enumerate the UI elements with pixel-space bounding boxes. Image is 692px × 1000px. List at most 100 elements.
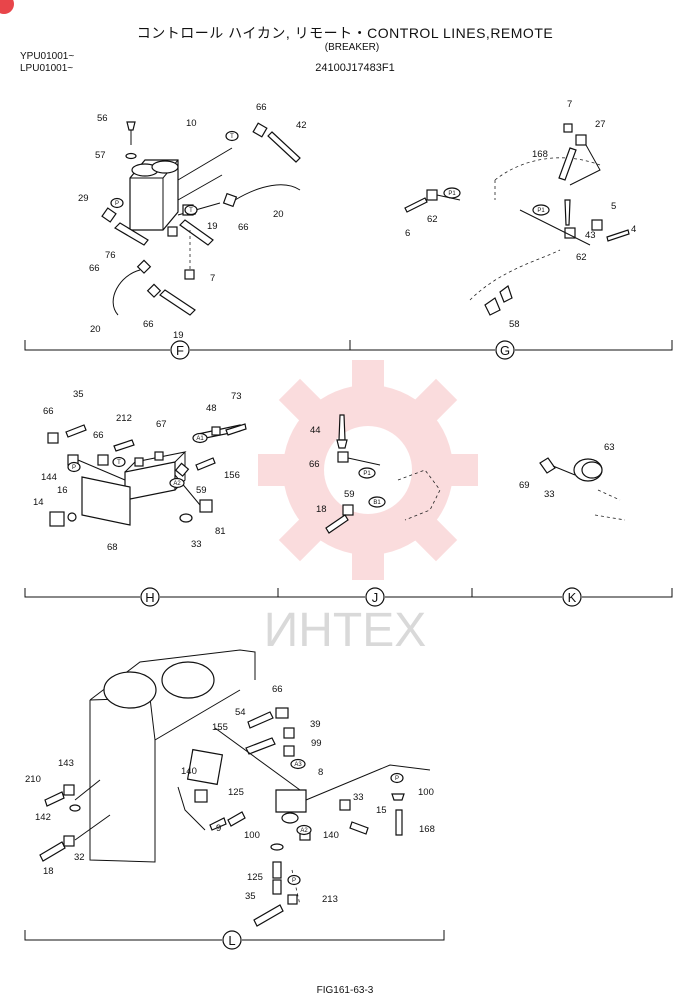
callout-l-168: 168: [419, 824, 435, 835]
callout-l-8: 8: [318, 767, 323, 778]
callout-l-213: 213: [322, 894, 338, 905]
callout-k-69: 69: [519, 480, 530, 491]
callout-g-62b: 62: [576, 252, 587, 263]
port-tag-h-p: P: [72, 465, 76, 471]
section-k-drawing: [539, 457, 626, 521]
callout-f-20b: 20: [90, 324, 101, 335]
port-tag-h-t: T: [117, 460, 121, 466]
part-number: 24100J17483F1: [315, 62, 395, 74]
callout-h-67: 67: [156, 419, 167, 430]
section-dividers: [24, 340, 673, 941]
callouts-k: 63 69 33: [519, 442, 615, 500]
callouts-f: 56 10 66 42 57 29 66 20 66 19 76 66 7 20…: [78, 102, 307, 341]
callout-g-43: 43: [585, 230, 596, 241]
corner-badge: [0, 0, 14, 14]
port-tag-f-t2: T: [189, 208, 193, 214]
port-tag-h-a1: A1: [196, 436, 204, 442]
callout-l-39: 39: [310, 719, 321, 730]
section-l-drawing: [39, 649, 431, 927]
callout-h-14: 14: [33, 497, 44, 508]
callout-g-62a: 62: [427, 214, 438, 225]
callout-j-59: 59: [344, 489, 355, 500]
section-label-k: K: [568, 590, 577, 605]
callout-f-56: 56: [97, 113, 108, 124]
callout-f-66e: 66: [143, 319, 154, 330]
callout-f-10: 10: [186, 118, 197, 129]
callout-h-66a: 66: [43, 406, 54, 417]
callout-g-58: 58: [509, 319, 520, 330]
figure-number: FIG161-63-3: [317, 985, 374, 996]
callout-f-66c: 66: [238, 222, 249, 233]
port-tags: T P T P1 P1 P T A1 A2 P1 B1 A3 P A2 P: [67, 130, 550, 886]
callout-l-142: 142: [35, 812, 51, 823]
callout-g-168: 168: [532, 149, 548, 160]
callout-l-99: 99: [311, 738, 322, 749]
callout-k-33: 33: [544, 489, 555, 500]
callout-l-32: 32: [74, 852, 85, 863]
port-tag-l-p2: P: [292, 878, 296, 884]
serial-range-1: YPU01001~: [20, 51, 74, 62]
section-label-f: F: [176, 343, 184, 358]
port-tag-j-b1: B1: [373, 500, 381, 506]
callout-f-66d: 66: [89, 263, 100, 274]
section-label-l: L: [228, 933, 235, 948]
port-tag-l-a3: A3: [294, 762, 302, 768]
callout-l-140a: 140: [181, 766, 197, 777]
callouts-g: 7 27 168 62 6 5 43 4 62 58: [405, 99, 636, 330]
callout-j-18: 18: [316, 504, 327, 515]
callout-f-29: 29: [78, 193, 89, 204]
callout-f-57: 57: [95, 150, 106, 161]
port-tag-g-p1b: P1: [537, 208, 545, 214]
callout-h-73: 73: [231, 391, 242, 402]
section-markers: F G H J K L: [140, 340, 582, 950]
callout-h-48: 48: [206, 403, 217, 414]
callout-h-59: 59: [196, 485, 207, 496]
callout-l-54: 54: [235, 707, 246, 718]
port-tag-l-p1: P: [395, 776, 399, 782]
callout-l-100b: 100: [244, 830, 260, 841]
callout-l-155: 155: [212, 722, 228, 733]
callout-l-66: 66: [272, 684, 283, 695]
section-label-h: H: [145, 590, 154, 605]
port-tag-f-p: P: [115, 201, 119, 207]
callout-l-15: 15: [376, 805, 387, 816]
watermark-text: ИНТЕХ: [264, 604, 427, 657]
callout-g-4: 4: [631, 224, 636, 235]
callout-h-81: 81: [215, 526, 226, 537]
callout-h-68: 68: [107, 542, 118, 553]
section-j-drawing: [325, 414, 441, 534]
callout-l-9: 9: [216, 823, 221, 834]
callout-g-5: 5: [611, 201, 616, 212]
callout-j-44: 44: [310, 425, 321, 436]
callout-f-66a: 66: [256, 102, 267, 113]
callout-f-20a: 20: [273, 209, 284, 220]
callout-l-100a: 100: [418, 787, 434, 798]
page-title: コントロール ハイカン, リモート・CONTROL LINES,REMOTE: [137, 25, 553, 41]
callout-f-76: 76: [105, 250, 116, 261]
section-f-drawing: [101, 121, 301, 316]
callout-l-125a: 125: [228, 787, 244, 798]
page-subtitle: (BREAKER): [325, 42, 379, 53]
callout-h-16: 16: [57, 485, 68, 496]
callout-k-63: 63: [604, 442, 615, 453]
callout-l-35: 35: [245, 891, 256, 902]
section-label-g: G: [500, 343, 510, 358]
callout-h-66b: 66: [93, 430, 104, 441]
section-g-drawing: [404, 123, 630, 316]
callout-l-18: 18: [43, 866, 54, 877]
port-tag-l-a2: A2: [300, 828, 308, 834]
callouts-j: 44 66 59 18: [309, 425, 355, 515]
callout-f-7: 7: [210, 273, 215, 284]
callout-j-66: 66: [309, 459, 320, 470]
callout-l-140b: 140: [323, 830, 339, 841]
callout-l-125b: 125: [247, 872, 263, 883]
serial-range-2: LPU01001~: [20, 63, 73, 74]
callouts-l: 66 54 39 155 99 143 8 210 140 100 125 33…: [25, 684, 435, 905]
callout-h-33: 33: [191, 539, 202, 550]
callout-f-19b: 19: [173, 330, 184, 341]
section-label-j: J: [372, 590, 379, 605]
port-tag-h-a2: A2: [173, 481, 181, 487]
callout-h-156: 156: [224, 470, 240, 481]
section-h-drawing: [47, 423, 247, 527]
